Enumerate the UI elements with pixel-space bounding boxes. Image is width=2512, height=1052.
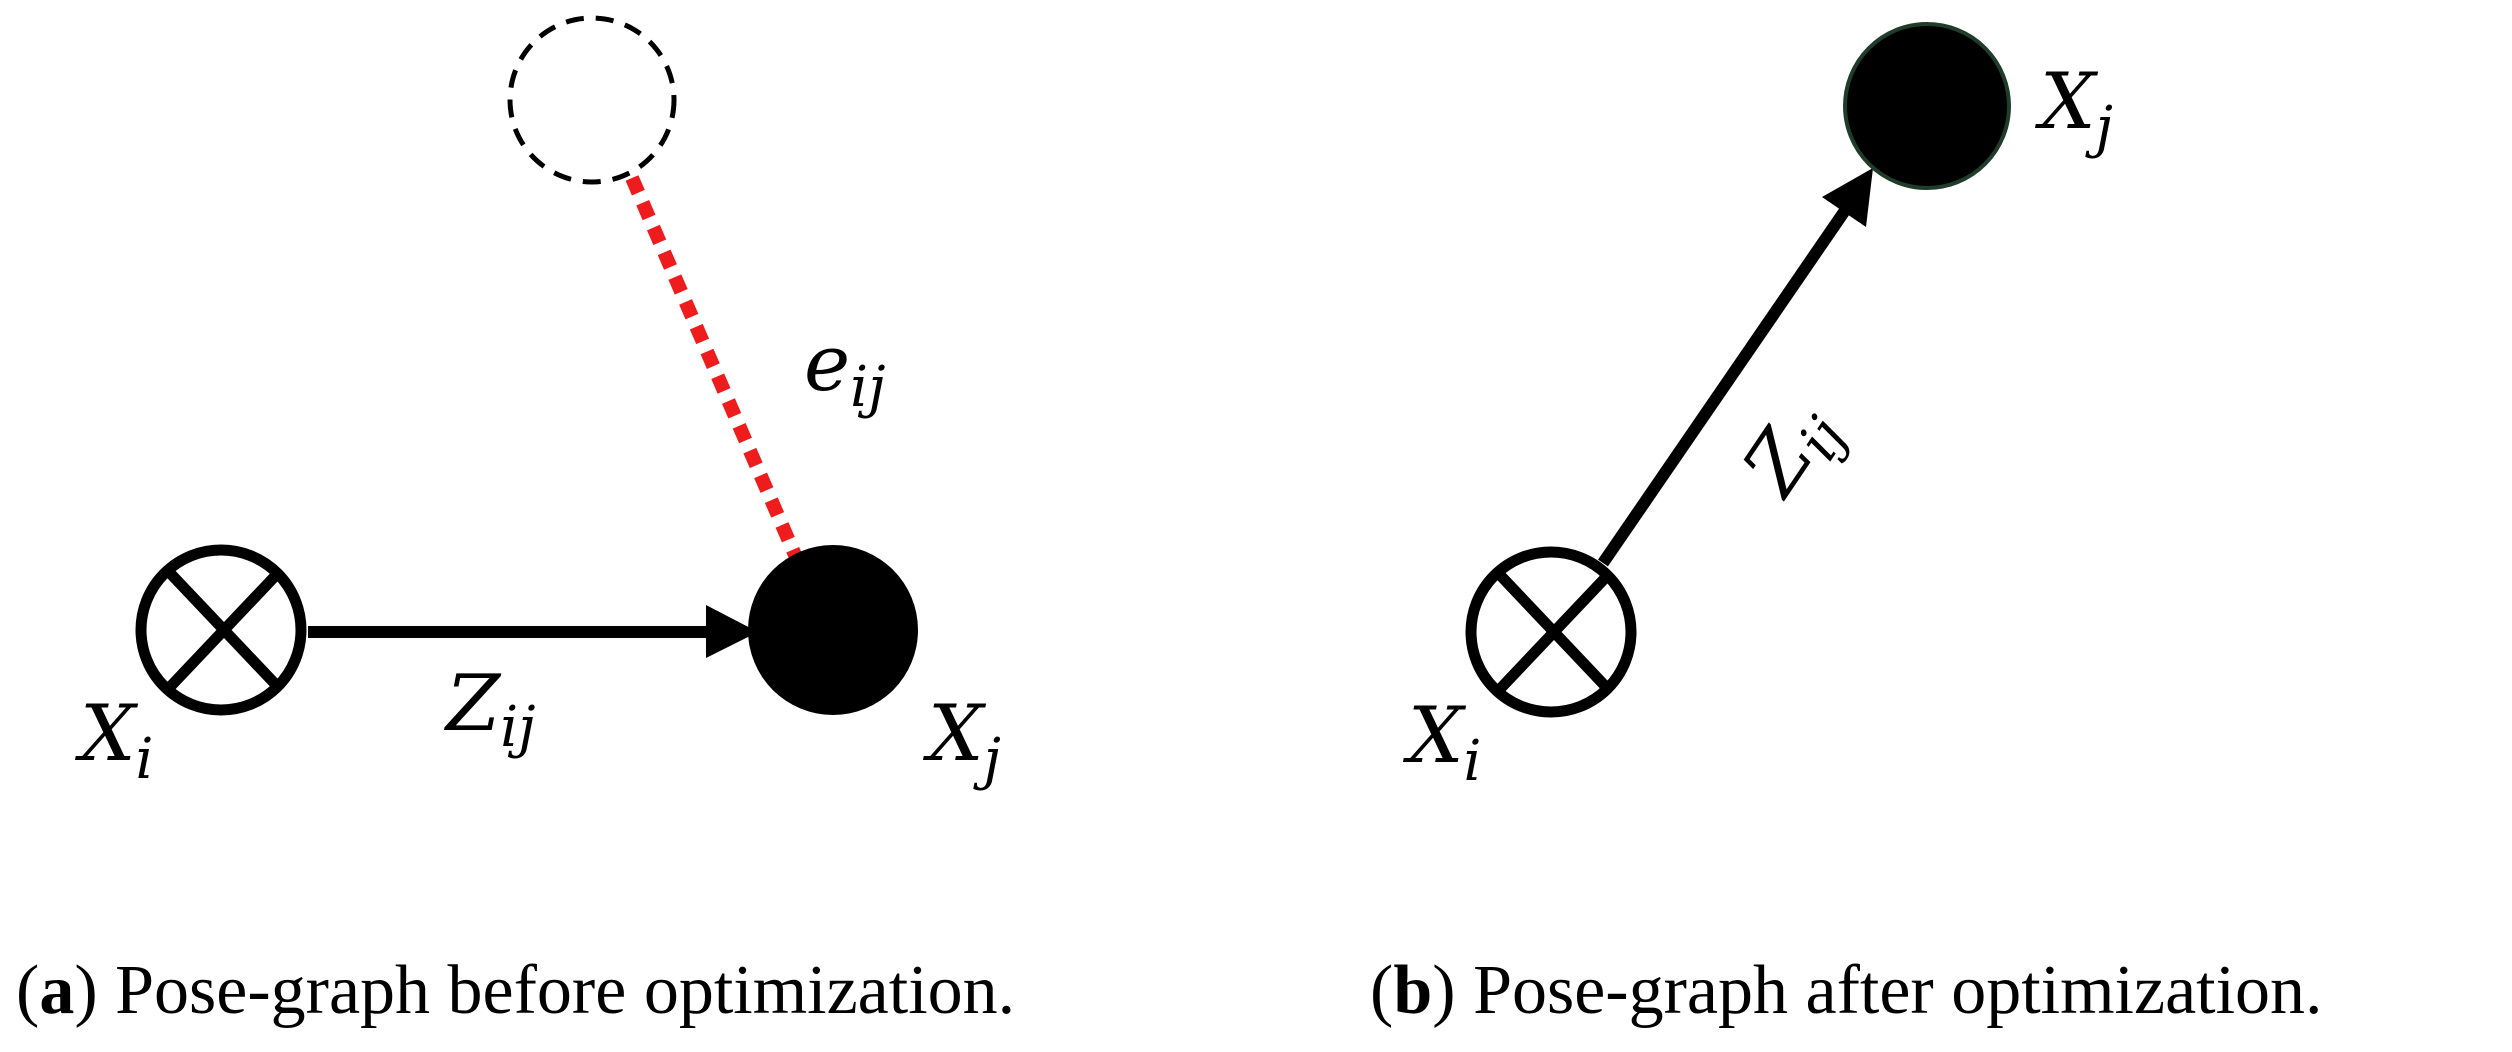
panel-a: Xi Zij Xj eij (a) Pose-graph before opti…: [16, 15, 1015, 1029]
node-xi-icon: [1465, 546, 1637, 718]
panel-b: Xi Xj Zij (b) Pose-graph after optimizat…: [1370, 22, 2323, 1029]
edge-label: Zij: [1724, 386, 1859, 519]
edge-arrow: [1598, 205, 1851, 567]
error-label: eij: [804, 319, 885, 420]
node-xi-icon: [135, 544, 307, 716]
caption-a: (a) Pose-graph before optimization.: [16, 952, 1015, 1029]
node-xj: [1843, 22, 2011, 190]
predicted-node-dashed: [507, 15, 677, 185]
node-xi-label: Xi: [74, 689, 153, 792]
node-xj-label: Xj: [922, 689, 1001, 792]
caption-b: (b) Pose-graph after optimization.: [1370, 952, 2323, 1029]
edge-arrowhead: [706, 605, 758, 658]
edge-label: Zij: [443, 659, 535, 760]
node-xj: [748, 545, 918, 715]
error-line: [625, 175, 802, 558]
node-xi-label: Xi: [1402, 691, 1481, 794]
edge-arrowhead: [1822, 168, 1873, 227]
node-xj-label: Xj: [2034, 57, 2113, 160]
